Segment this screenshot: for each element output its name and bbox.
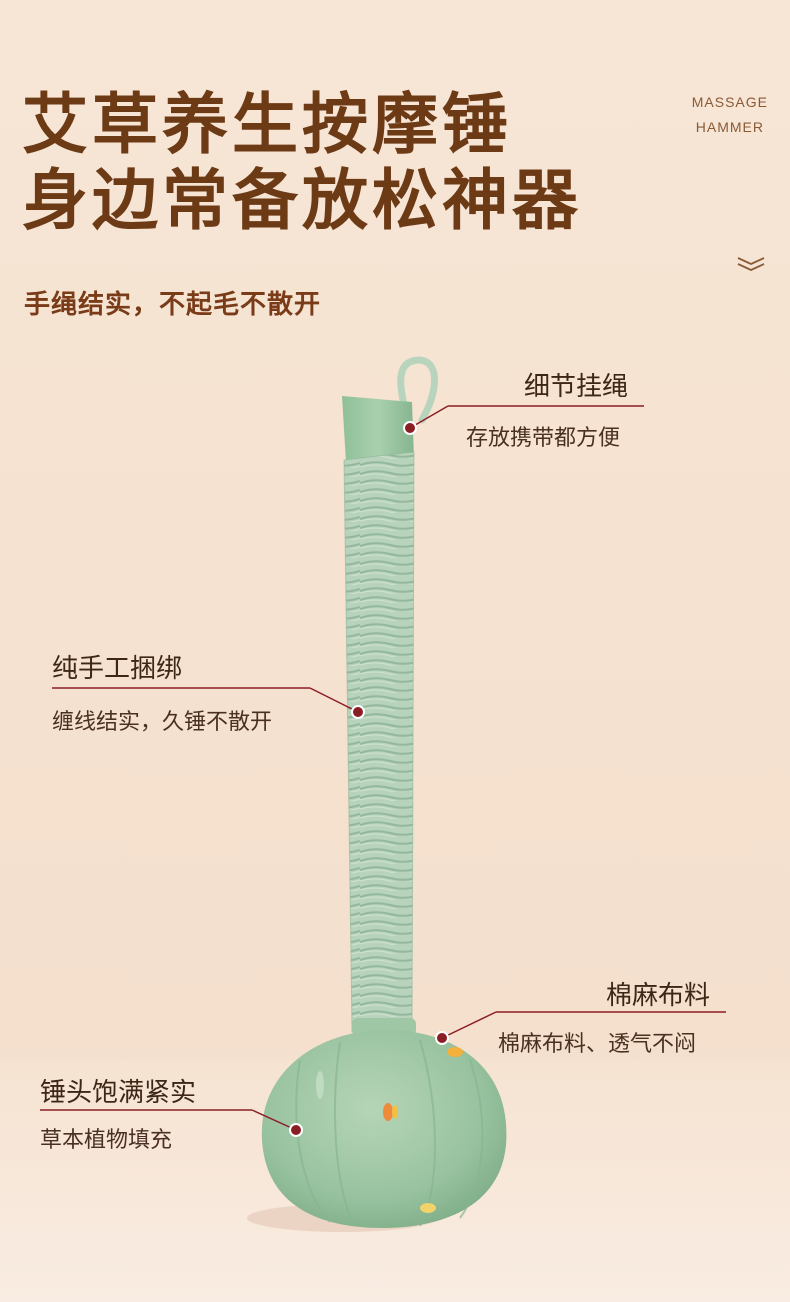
callout-dot-fabric: [435, 1031, 449, 1045]
callout-desc-head: 草本植物填充: [40, 1128, 173, 1153]
callout-desc-rope: 缠线结实，久锤不散开: [52, 710, 273, 735]
headline-line1: 艾草养生按摩锤: [22, 86, 512, 163]
brand-tag-line1: MASSAGE: [691, 94, 768, 110]
subtitle: 手绳结实，不起毛不散开: [24, 290, 322, 320]
rope-handle: [344, 452, 414, 1032]
callout-dot-rope: [351, 705, 365, 719]
callout-title-fabric: 棉麻布料: [606, 981, 711, 1011]
fabric-pattern: [316, 1047, 463, 1213]
hanging-loop: [397, 356, 438, 424]
handle-cap: [342, 396, 414, 462]
callout-desc-fabric: 棉麻布料、透气不闷: [498, 1032, 697, 1057]
callout-title-rope: 纯手工捆绑: [52, 654, 183, 684]
brand-tag-line2: HAMMER: [695, 119, 764, 135]
callout-title-head: 锤头饱满紧实: [40, 1078, 197, 1108]
callout-dot-head: [289, 1123, 303, 1137]
headline-line2: 身边常备放松神器: [22, 162, 582, 239]
callout-dot-loop: [403, 421, 417, 435]
callout-desc-loop: 存放携带都方便: [466, 426, 621, 451]
double-chevron-down-icon: [737, 257, 765, 271]
brand-tag: MASSAGE HAMMER: [692, 90, 768, 140]
callout-title-loop: 细节挂绳: [524, 372, 629, 402]
